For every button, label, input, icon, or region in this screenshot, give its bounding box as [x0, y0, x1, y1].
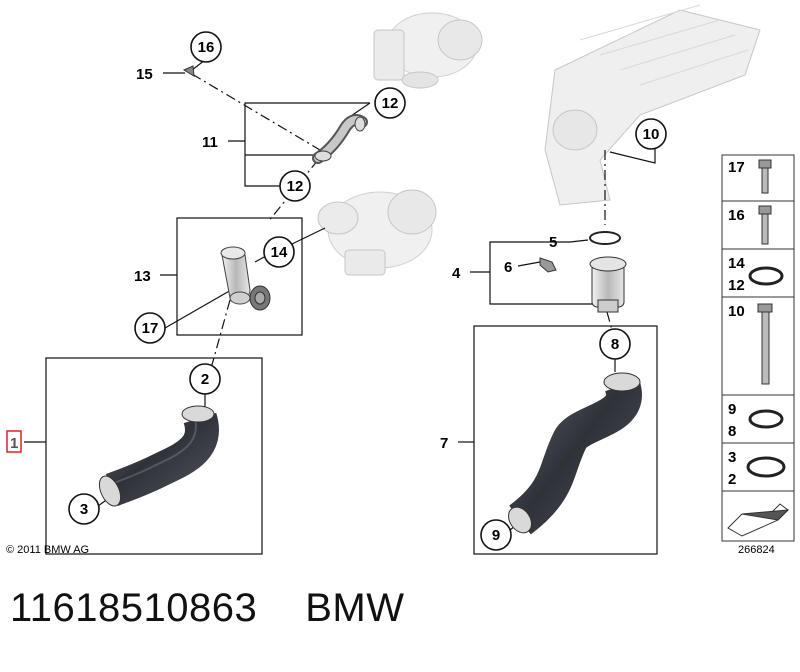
brand-name: BMW [305, 586, 405, 630]
callout-14: 14 [263, 236, 295, 268]
legend-num-17: 17 [728, 159, 745, 176]
legend-num-10: 10 [728, 303, 745, 320]
part-number: 11618510863 [10, 586, 258, 630]
label-11: 11 [202, 134, 218, 151]
diagram-id: 266824 [738, 544, 775, 556]
part-caption: 11618510863 BMW [10, 586, 453, 646]
copyright-text: © 2011 BMW AG [6, 544, 89, 556]
charge-air-hose-7-shape [508, 372, 642, 535]
legend-ring-14-12-icon [748, 266, 784, 286]
svg-text:3: 3 [80, 501, 88, 518]
legend-num-2: 2 [728, 471, 736, 488]
label-5: 5 [549, 234, 557, 251]
svg-text:12: 12 [287, 178, 304, 195]
legend-num-14: 14 [728, 255, 745, 272]
legend-num-12: 12 [728, 277, 745, 294]
label-15: 15 [136, 66, 153, 83]
charge-air-hose-1-shape [98, 405, 219, 507]
legend-bolt-10-icon [757, 303, 773, 385]
housing-4-shape [589, 256, 627, 313]
label-6: 6 [504, 259, 512, 276]
callout-12-upper: 12 [374, 87, 406, 119]
parts-legend [721, 154, 795, 542]
label-1-highlighted: 1 [6, 430, 22, 453]
pipe-11-shape [312, 114, 368, 164]
elbow-13-shape [220, 246, 271, 311]
legend-ring-9-8-icon [748, 409, 784, 429]
legend-num-8: 8 [728, 423, 736, 440]
svg-text:8: 8 [611, 336, 619, 353]
callout-2: 2 [189, 363, 221, 395]
label-13: 13 [134, 268, 151, 285]
label-4: 4 [452, 265, 461, 282]
callout-10: 10 [635, 118, 667, 150]
turbocharger-middle-ghost [317, 189, 437, 276]
leader-lines [24, 59, 658, 555]
svg-text:10: 10 [643, 126, 660, 143]
svg-text:12: 12 [382, 95, 399, 112]
svg-text:14: 14 [271, 244, 288, 261]
legend-ring-3-2-icon [746, 456, 786, 478]
svg-text:2: 2 [201, 371, 209, 388]
legend-num-9: 9 [728, 401, 736, 418]
intake-manifold-ghost [544, 4, 761, 206]
callout-16: 16 [190, 31, 222, 63]
svg-text:9: 9 [492, 527, 500, 544]
legend-bolt-17-icon [758, 159, 772, 194]
sensor-6-shape [539, 257, 557, 273]
legend-num-16: 16 [728, 207, 745, 224]
turbocharger-top-ghost [373, 12, 483, 89]
callout-17: 17 [134, 312, 166, 344]
svg-text:1: 1 [10, 435, 18, 452]
svg-text:16: 16 [198, 39, 215, 56]
o-ring-5-shape [589, 231, 621, 245]
label-7: 7 [440, 435, 448, 452]
legend-bolt-16-icon [758, 205, 772, 245]
bolt-16-shape [182, 65, 195, 77]
svg-text:17: 17 [142, 320, 159, 337]
legend-num-3: 3 [728, 449, 736, 466]
legend-arrow-icon [727, 503, 790, 537]
callout-3: 3 [68, 493, 100, 525]
callout-9: 9 [480, 519, 512, 551]
callout-8: 8 [599, 328, 631, 360]
callout-12-lower: 12 [279, 170, 311, 202]
